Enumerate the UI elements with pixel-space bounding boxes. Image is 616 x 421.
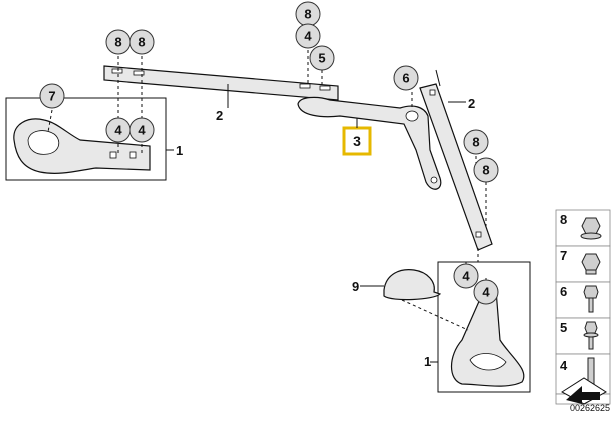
svg-text:8: 8: [304, 7, 311, 22]
legend-7-label: 7: [560, 248, 567, 263]
hex-bolt-icon: [583, 285, 599, 313]
callout-8-left-second: 8: [129, 29, 155, 55]
label-9: 9: [352, 279, 359, 294]
svg-text:4: 4: [462, 269, 470, 284]
center-bracket-part: [297, 96, 442, 190]
callout-3-highlighted: 3: [342, 118, 372, 156]
svg-text:4: 4: [114, 123, 122, 138]
svg-text:4: 4: [482, 285, 490, 300]
label-2-long-bar: 2: [216, 108, 223, 123]
callout-5-top: 5: [309, 45, 335, 71]
legend-5-label: 5: [560, 320, 567, 335]
callout-8-right-upper: 8: [463, 129, 489, 155]
label-2-strut: 2: [468, 96, 475, 111]
image-code: 00262625: [570, 403, 610, 413]
svg-text:8: 8: [138, 35, 145, 50]
label-1-right: 1: [424, 354, 431, 369]
svg-text:8: 8: [482, 163, 489, 178]
svg-text:8: 8: [114, 35, 121, 50]
callout-4-left: 4: [105, 117, 131, 143]
label-1-left: 1: [176, 143, 183, 158]
callout-4-left-second: 4: [129, 117, 155, 143]
callout-6: 6: [393, 65, 419, 91]
right-part-box: [430, 261, 531, 393]
cap-part: [360, 269, 442, 301]
hardware-legend: 8 7 6 5 4: [555, 209, 611, 395]
legend-6-label: 6: [560, 284, 567, 299]
hex-nut-flange-icon: [580, 217, 602, 240]
callout-8-left: 8: [105, 29, 131, 55]
left-part-box: [5, 97, 174, 181]
callout-8-right-lower: 8: [473, 157, 499, 183]
svg-text:6: 6: [402, 71, 409, 86]
callout-4-right-upper: 4: [453, 263, 479, 289]
flange-bolt-icon: [583, 321, 599, 350]
callout-7: 7: [39, 83, 65, 109]
svg-text:3: 3: [353, 133, 361, 149]
svg-text:7: 7: [48, 89, 55, 104]
svg-text:4: 4: [304, 29, 312, 44]
svg-text:4: 4: [138, 123, 146, 138]
callout-4-right-lower: 4: [473, 279, 499, 305]
long-bar-part: [103, 65, 339, 108]
callout-8-top: 8: [295, 1, 321, 27]
diagonal-strut-part: [419, 69, 493, 251]
svg-text:5: 5: [318, 51, 325, 66]
legend-8-label: 8: [560, 212, 567, 227]
svg-text:8: 8: [472, 135, 479, 150]
direction-arrow-icon: [555, 377, 611, 405]
callout-4-top: 4: [295, 23, 321, 49]
legend-4-label: 4: [560, 358, 568, 373]
hex-nut-icon: [581, 253, 601, 275]
